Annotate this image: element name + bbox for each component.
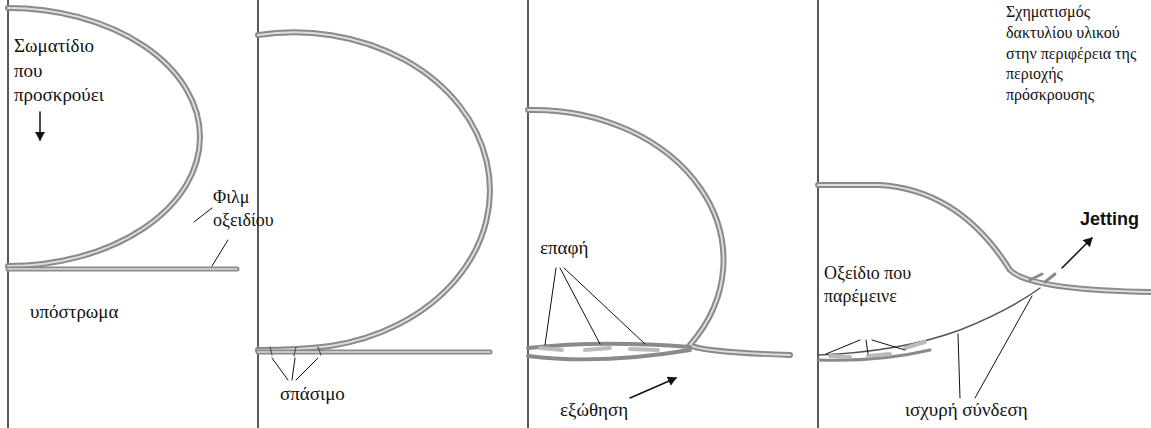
extrusion-label: εξώθηση	[560, 398, 660, 423]
substrate-label: υπόστρωμα	[30, 300, 180, 325]
particle-label: Σωματίδιο που προσκρούει	[14, 34, 124, 108]
contact-label: επαφή	[540, 236, 620, 261]
material-ring-note: Σχηματισμός δακτυλίου υλικού στην περιφέ…	[1006, 2, 1146, 106]
oxide-film-label: Φιλμ οξειδίου	[213, 186, 293, 233]
fracture-label: σπάσιμο	[280, 382, 380, 407]
remaining-oxide-label: Οξείδιο που παρέμεινε	[824, 262, 914, 309]
jetting-label: Jetting	[1080, 208, 1146, 231]
strong-bond-label: ισχυρή σύνδεση	[905, 398, 1055, 423]
